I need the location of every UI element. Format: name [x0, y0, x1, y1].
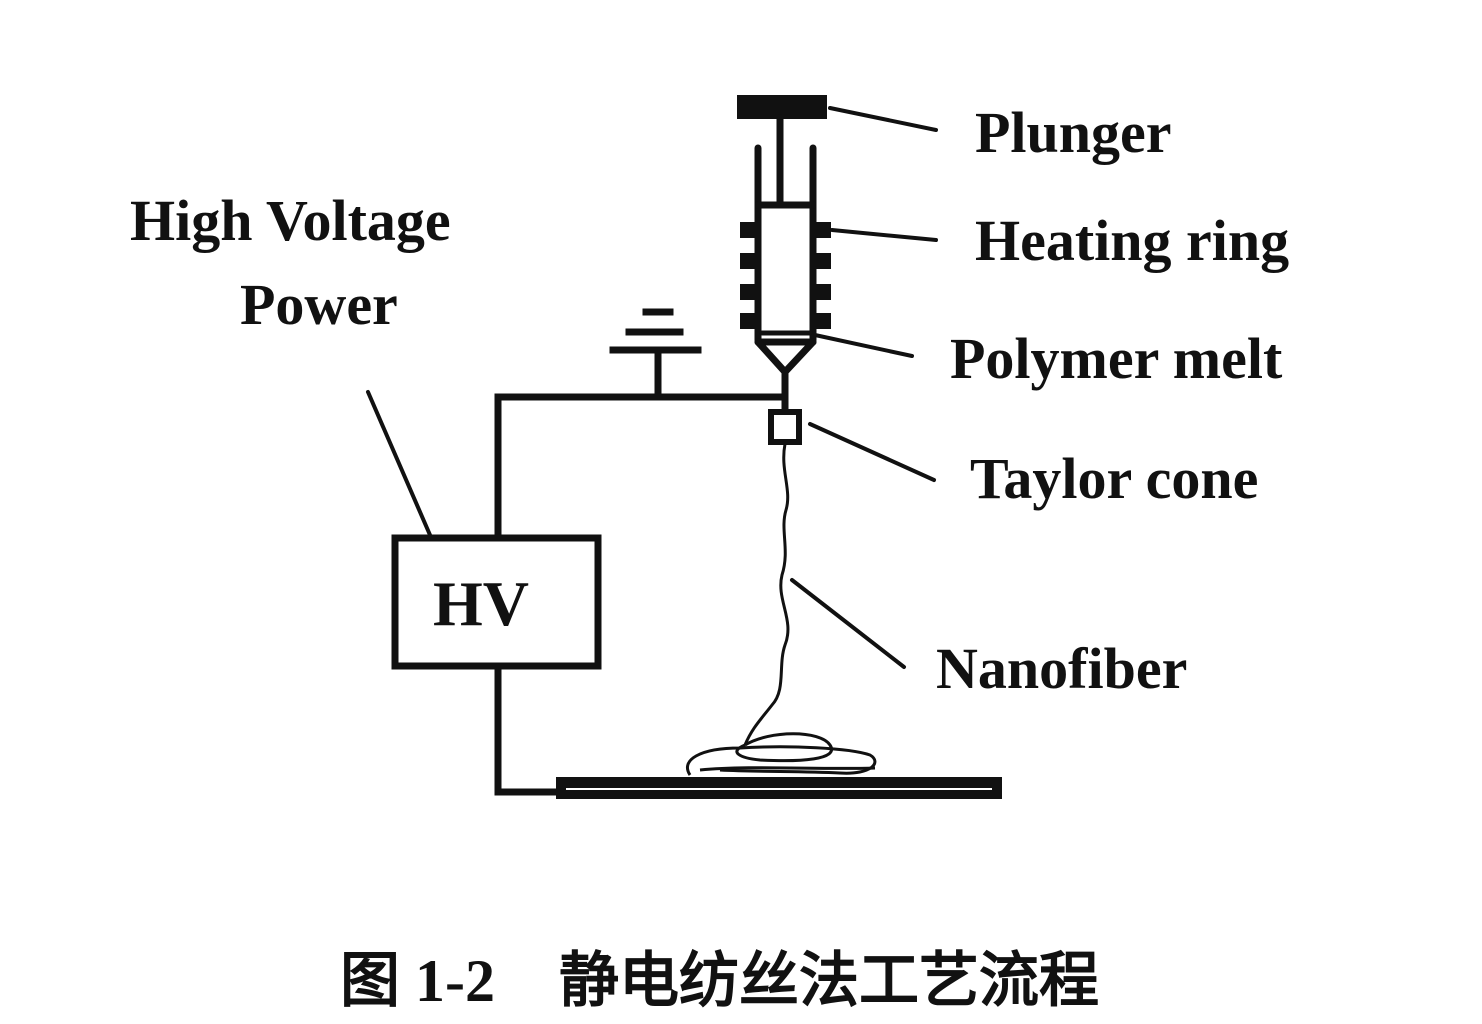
nanofiber-label: Nanofiber	[936, 636, 1188, 701]
wire-bottom	[494, 664, 564, 796]
heating-ring-segment	[815, 253, 831, 269]
figure-title: 静电纺丝法工艺流程	[558, 946, 1099, 1016]
leader-polymer-melt	[813, 333, 914, 358]
high-voltage-label-line1: High Voltage	[130, 188, 451, 253]
fiber-mat-loop	[686, 745, 877, 776]
heating-ring-segment	[740, 222, 756, 238]
heating-ring-segment	[740, 313, 756, 329]
leader-plunger	[828, 106, 938, 132]
nozzle-cone	[754, 338, 817, 378]
fiber-mat	[686, 732, 877, 776]
hv-box-label: HV	[433, 568, 529, 639]
heating-ring-segment	[740, 253, 756, 269]
heating-ring-label: Heating ring	[975, 208, 1290, 273]
figure-number: 图 1-2	[340, 948, 495, 1014]
heating-ring-segment	[815, 284, 831, 300]
leader-heating-ring	[830, 228, 938, 242]
heating-ring-segment	[815, 222, 831, 238]
hv-box	[391, 534, 602, 670]
leader-nanofiber	[790, 578, 906, 669]
leader-taylor-cone	[808, 422, 936, 482]
taylor-cone-box	[768, 409, 802, 445]
figure-caption: 图 1-2 静电纺丝法工艺流程	[340, 932, 1099, 1019]
heating-ring-segment	[815, 313, 831, 329]
taylor-cone-label: Taylor cone	[970, 446, 1259, 511]
polymer-melt-label: Polymer melt	[950, 326, 1283, 391]
heating-ring	[740, 222, 831, 329]
fiber-mat-loop	[735, 732, 834, 763]
nanofiber-path	[743, 443, 790, 746]
wire-top	[494, 393, 789, 542]
high-voltage-label-line2: Power	[240, 272, 398, 337]
heating-ring-segment	[740, 284, 756, 300]
plunger-head	[737, 95, 827, 119]
leader-hv	[366, 390, 432, 537]
fiber-mat-loop	[699, 766, 876, 772]
plunger-label: Plunger	[975, 100, 1172, 165]
